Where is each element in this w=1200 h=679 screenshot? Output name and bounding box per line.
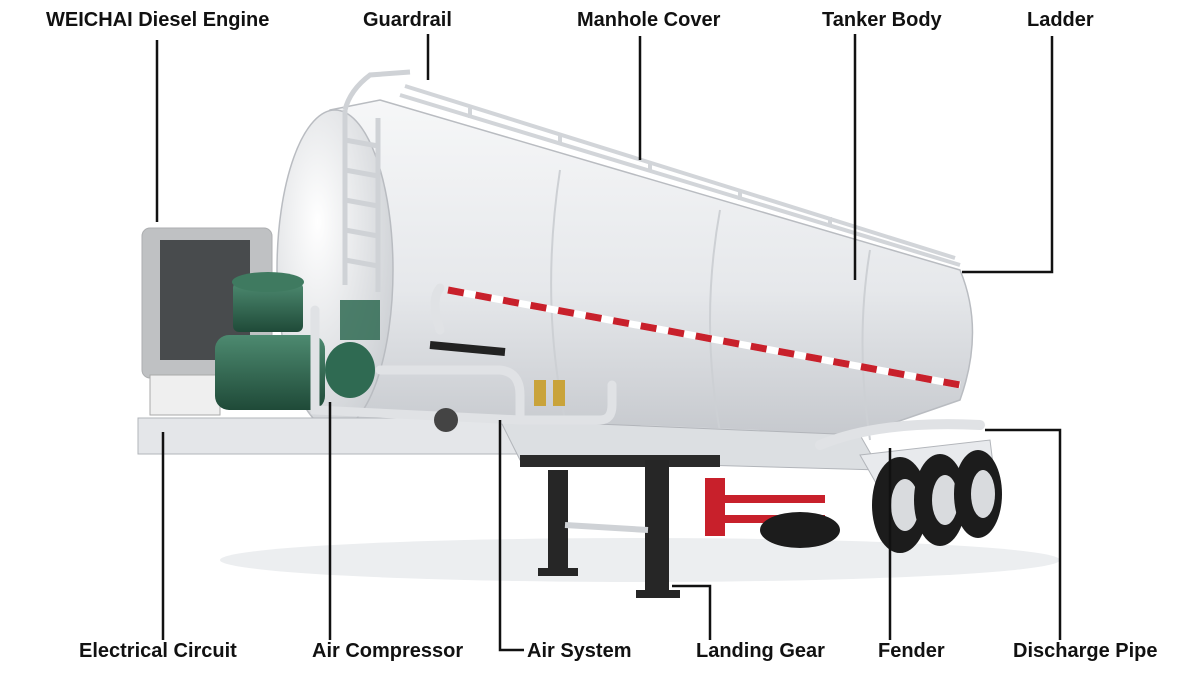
label-electrical: Electrical Circuit bbox=[79, 640, 237, 662]
label-engine: WEICHAI Diesel Engine bbox=[46, 9, 270, 31]
label-ladder: Ladder bbox=[1027, 9, 1094, 31]
air-compressor bbox=[215, 272, 380, 410]
callout-lines bbox=[155, 34, 1062, 652]
callout-discharge-pipe bbox=[985, 428, 1062, 640]
label-discharge-pipe: Discharge Pipe bbox=[1013, 640, 1158, 662]
discharge-pipe bbox=[815, 419, 985, 450]
label-guardrail: Guardrail bbox=[363, 9, 452, 31]
label-landing-gear: Landing Gear bbox=[696, 640, 825, 662]
callout-ladder bbox=[962, 36, 1054, 274]
label-tanker-body: Tanker Body bbox=[822, 9, 942, 31]
label-fender: Fender bbox=[878, 640, 945, 662]
guardrail bbox=[399, 84, 961, 267]
callout-landing-gear bbox=[672, 584, 712, 640]
wheels bbox=[760, 450, 1002, 553]
label-manhole: Manhole Cover bbox=[577, 9, 721, 31]
reflective-stripe bbox=[447, 286, 961, 389]
landing-gear bbox=[538, 460, 680, 598]
air-system-valves bbox=[429, 341, 565, 432]
ground-shadow bbox=[220, 538, 1060, 582]
label-air-compressor: Air Compressor bbox=[312, 640, 464, 662]
callout-air-system bbox=[498, 420, 524, 652]
ladder bbox=[342, 69, 411, 292]
label-air-system: Air System bbox=[527, 640, 632, 662]
